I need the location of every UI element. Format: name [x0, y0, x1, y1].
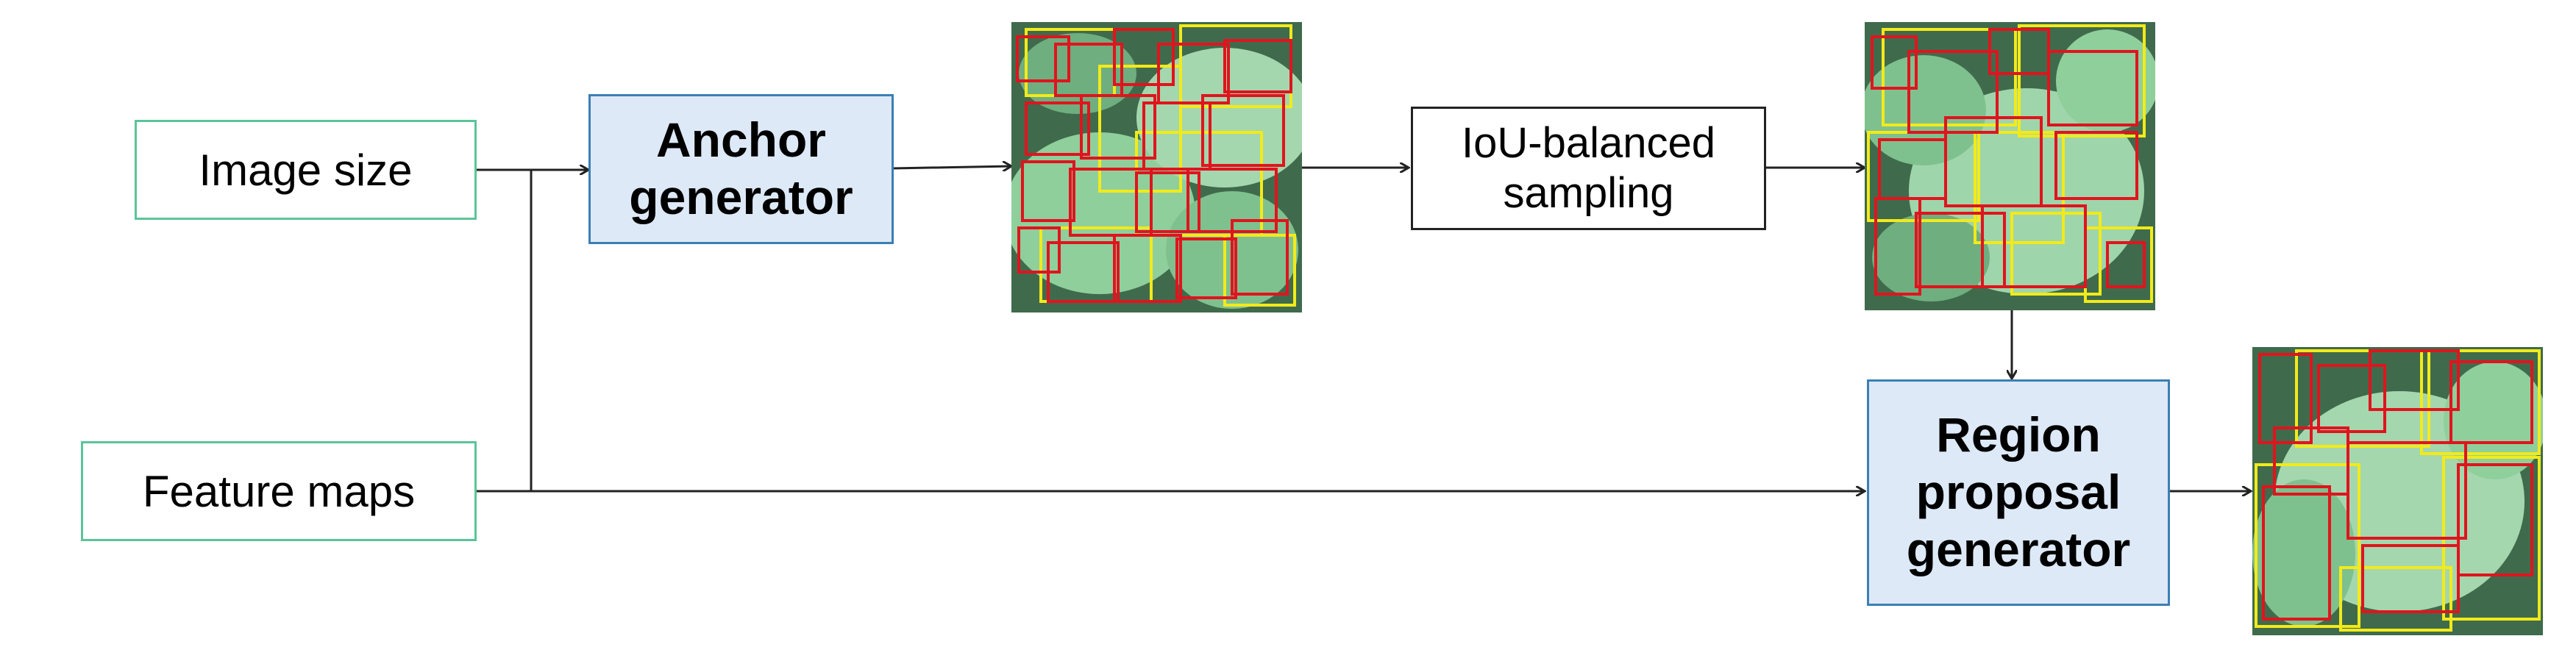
- anchor-generator-box: Anchor generator: [588, 94, 894, 244]
- anchor-generator-label: Anchor generator: [629, 112, 853, 224]
- sampled-anchors-image: [1865, 22, 2155, 310]
- all-anchors-image: [1011, 22, 1302, 312]
- region-proposal-label: Region proposal generator: [1906, 407, 2131, 576]
- iou-sampling-label: IoU-balanced sampling: [1462, 118, 1715, 217]
- region-proposal-box: Region proposal generator: [1867, 379, 2170, 606]
- arrow-anchor-to-image: [892, 166, 1011, 168]
- iou-sampling-box: IoU-balanced sampling: [1411, 107, 1766, 230]
- image-size-box: Image size: [135, 120, 477, 220]
- image-size-label: Image size: [199, 145, 413, 195]
- feature-maps-box: Feature maps: [81, 441, 477, 541]
- proposals-image: [2252, 347, 2543, 635]
- feature-maps-label: Feature maps: [142, 466, 416, 516]
